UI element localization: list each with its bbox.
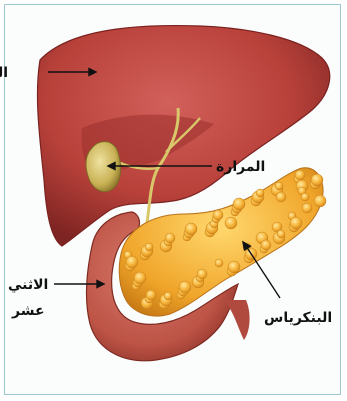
label-liver: الكبد bbox=[0, 65, 8, 81]
pancreas-lobule bbox=[275, 182, 283, 190]
pancreas-lobule bbox=[134, 272, 146, 284]
pancreas-lobule bbox=[179, 281, 191, 293]
pancreas-lobule bbox=[215, 259, 223, 267]
pancreas-lobule bbox=[302, 203, 312, 213]
label-duodenum-line1: الاثني bbox=[8, 277, 48, 293]
label-gallbladder: المرارة bbox=[216, 159, 265, 175]
pancreas-lobule bbox=[276, 192, 286, 202]
label-duodenum-line2: عشر bbox=[11, 303, 45, 319]
pancreas-lobule bbox=[225, 217, 237, 229]
pancreas-lobule bbox=[233, 198, 245, 210]
pancreas-lobule bbox=[185, 223, 197, 235]
pancreas-lobule bbox=[314, 195, 326, 207]
pancreas-lobule bbox=[126, 256, 138, 268]
pancreas-lobule bbox=[146, 290, 156, 300]
pancreas-lobule bbox=[261, 240, 271, 250]
pancreas-lobule bbox=[290, 217, 302, 229]
pancreas-lobule bbox=[165, 233, 175, 243]
pancreas-lobule bbox=[228, 261, 240, 273]
pancreas-lobule bbox=[164, 292, 172, 300]
pancreas-lobule bbox=[311, 174, 323, 186]
pancreas-lobule bbox=[213, 210, 223, 220]
pancreas-lobule bbox=[295, 170, 305, 180]
label-pancreas: البنكرياس bbox=[264, 310, 332, 326]
pancreas-lobule bbox=[256, 189, 264, 197]
pancreas-lobule bbox=[197, 269, 207, 279]
pancreas-lobule bbox=[277, 230, 285, 238]
pancreas-lobule bbox=[145, 243, 153, 251]
pancreas-lobule bbox=[301, 193, 309, 201]
